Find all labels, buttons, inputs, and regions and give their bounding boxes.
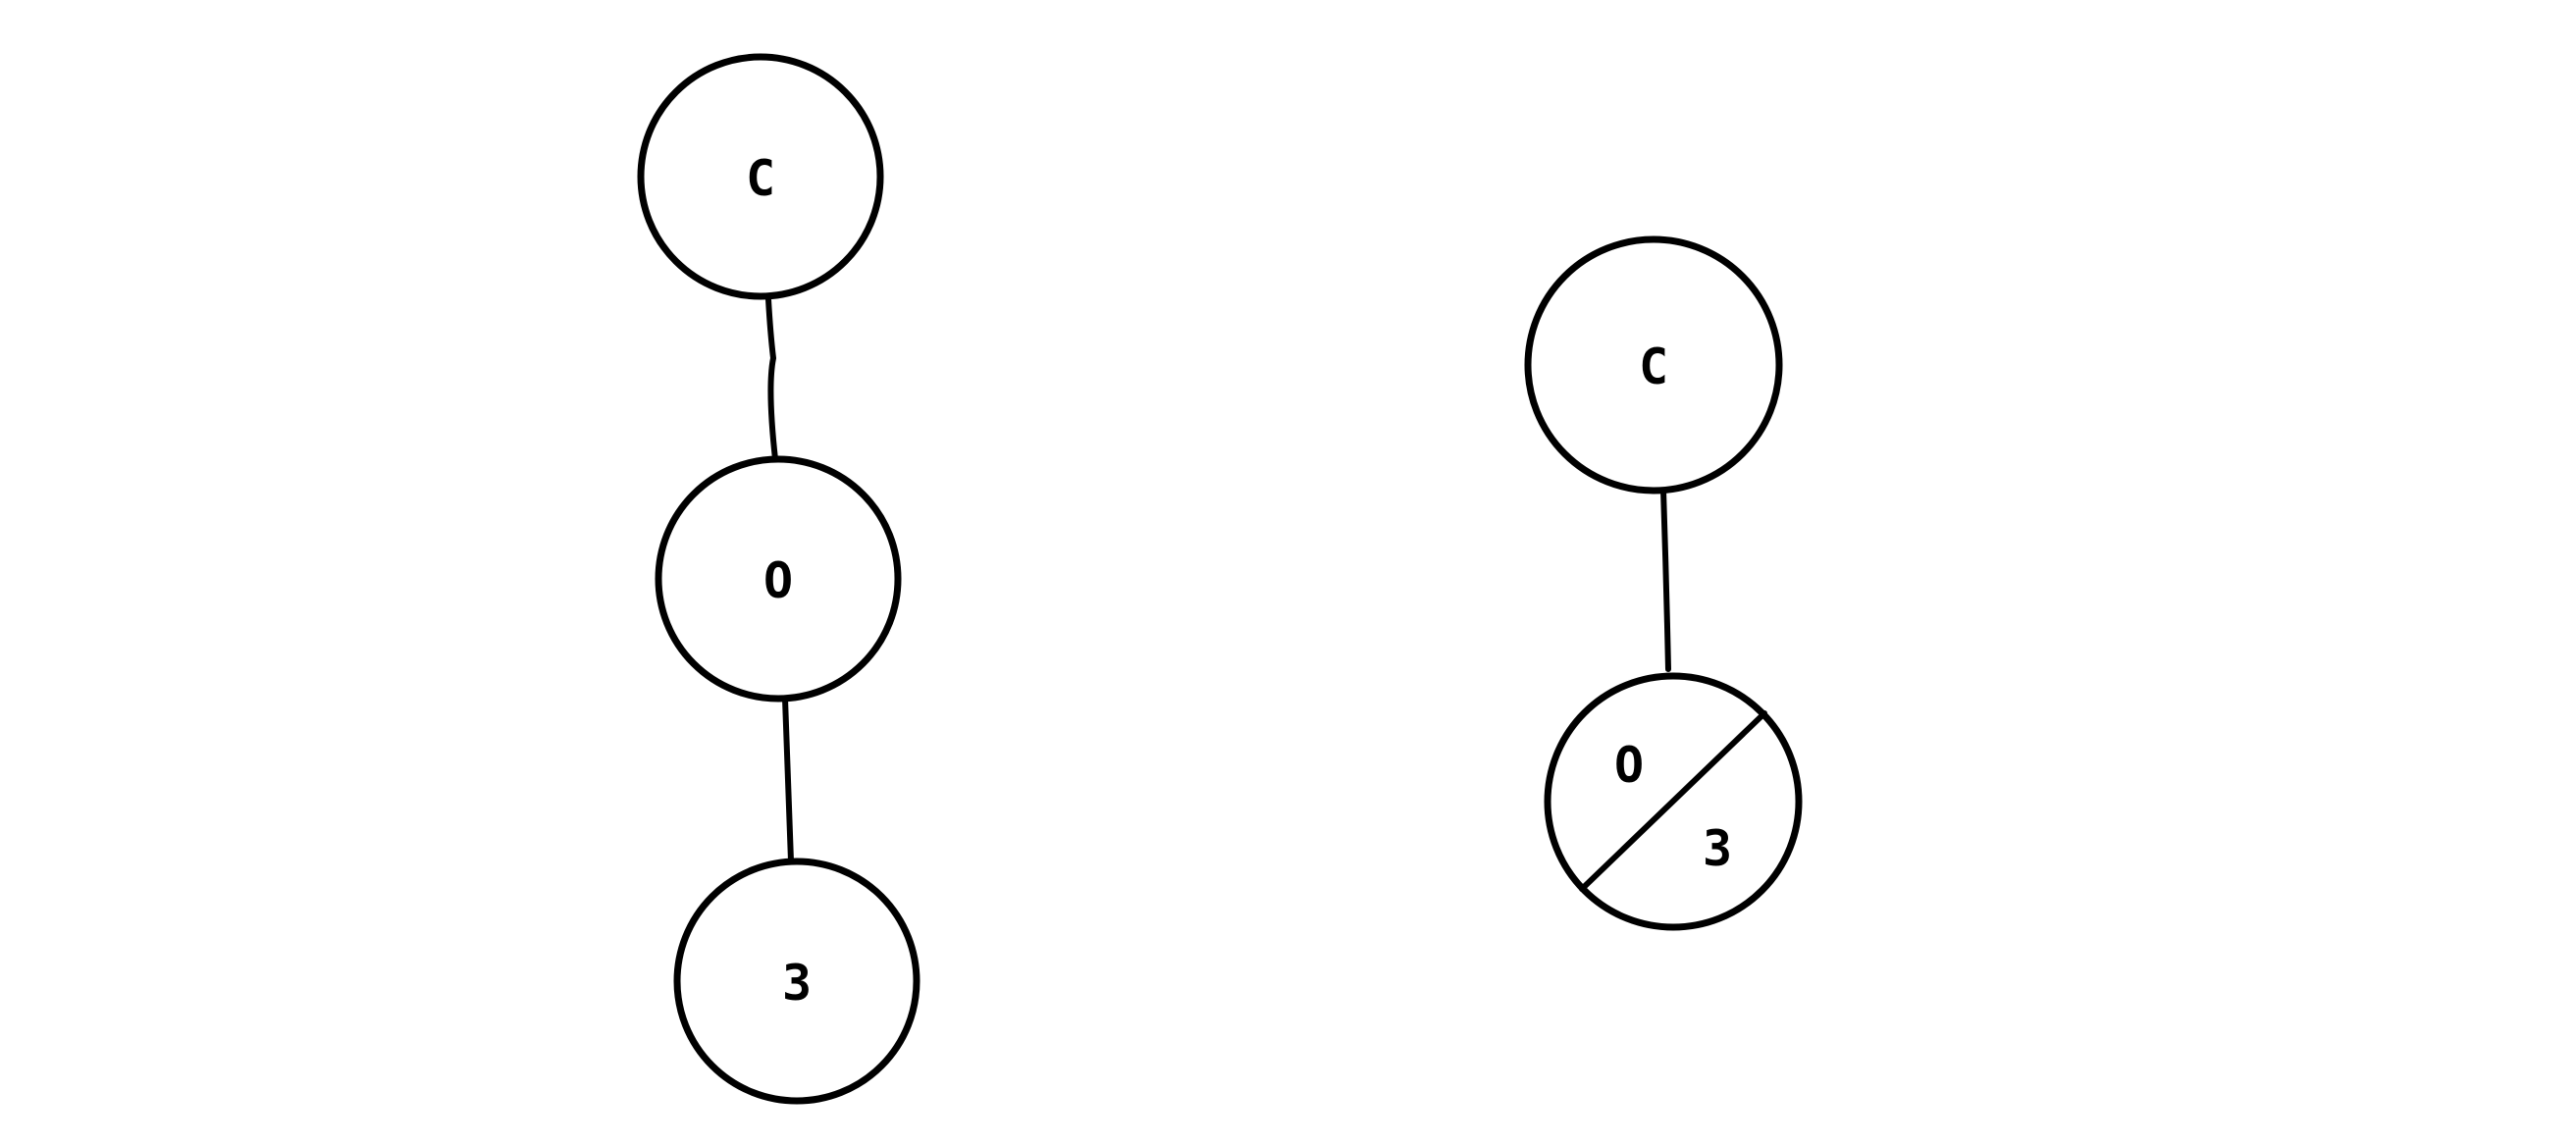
left-node-top-label: C [746,150,775,207]
right-edge-top-split [1660,488,1671,672]
right-node-split: O 3 [1544,672,1803,931]
left-node-middle: O [655,455,902,703]
left-node-bottom-circle [673,858,920,1105]
right-node-split-divider [1579,710,1767,892]
left-node-middle-label: O [763,552,793,609]
left-edge-middle-bottom [782,696,794,864]
left-node-middle-circle [655,455,902,703]
right-node-top: C [1524,235,1783,494]
right-node-top-circle [1524,235,1783,494]
left-node-bottom-label: 3 [782,955,812,1012]
left-node-top-circle [637,53,884,300]
right-node-split-label-upper: O [1614,737,1644,794]
right-node-split-label-lower: 3 [1703,820,1732,877]
left-diagram: C O 3 [637,53,920,1105]
left-node-bottom: 3 [673,858,920,1105]
right-diagram: C O 3 [1524,235,1803,931]
left-node-top: C [637,53,884,300]
right-node-top-label: C [1639,338,1668,395]
left-edge-top-middle [765,296,778,462]
right-node-split-circle [1544,672,1803,931]
